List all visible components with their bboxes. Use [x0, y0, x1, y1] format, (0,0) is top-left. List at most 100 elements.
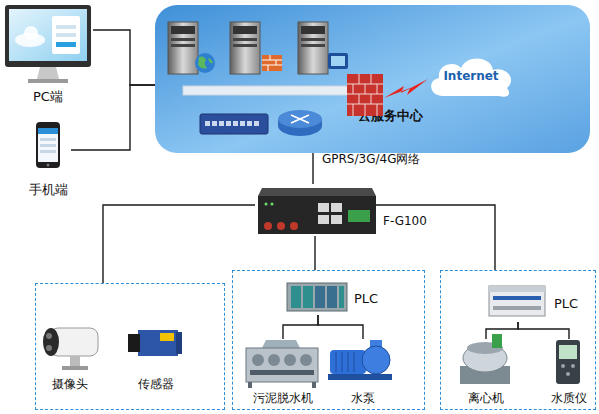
- status-led: [271, 203, 274, 206]
- pump-volute: [362, 346, 390, 374]
- centrifuge-illustration: [460, 334, 510, 384]
- antenna-connector: [264, 222, 272, 230]
- device-group: 摄像头传感器: [35, 283, 225, 410]
- node-label: PLC: [554, 296, 578, 311]
- node-label: 摄像头: [30, 377, 110, 392]
- centrifuge: 离心机: [453, 339, 519, 405]
- plc-device: PLC: [488, 284, 548, 322]
- login-button: [56, 42, 76, 47]
- gateway-illustration: [258, 188, 376, 234]
- node-label: 离心机: [446, 391, 526, 406]
- meter-button: [571, 364, 575, 368]
- connector-line: [318, 315, 363, 339]
- centrifuge-base: [460, 366, 510, 384]
- phone-screen: [38, 128, 58, 162]
- plc-module: [327, 286, 337, 308]
- node-label: 污泥脱水机: [233, 391, 333, 406]
- connector-line: [375, 205, 495, 270]
- connector-line: [71, 85, 155, 150]
- plc-terminals: [493, 296, 541, 300]
- camera-base: [62, 366, 88, 370]
- antenna-connector: [290, 222, 298, 230]
- node-label: Internet: [425, 69, 517, 84]
- connector-line: [283, 315, 318, 339]
- gateway-body: [258, 196, 376, 234]
- pump-outlet: [370, 340, 382, 348]
- gateway-top: [258, 188, 376, 196]
- node-label: F-G100: [383, 214, 427, 229]
- sensor-illustration: [128, 330, 182, 356]
- plc-illustration: [287, 283, 347, 311]
- machine-roller: [284, 354, 296, 366]
- centrifuge-drum: [463, 344, 507, 372]
- sensor-body: [138, 330, 178, 356]
- device-group: PLC离心机水质仪: [440, 270, 596, 410]
- meter-button: [566, 372, 570, 376]
- camera-mount: [70, 356, 80, 366]
- screen-cloud: [24, 26, 38, 40]
- ethernet-port: [318, 203, 329, 212]
- machine-roller: [268, 354, 280, 366]
- status-led: [265, 203, 268, 206]
- phone-row: [40, 150, 56, 153]
- phone-icon: [36, 122, 60, 168]
- sensor-sticker: [160, 333, 174, 341]
- machine-roller: [252, 354, 264, 366]
- plc-module: [303, 286, 313, 308]
- monitor-icon: [5, 5, 91, 83]
- camera-lens: [46, 333, 52, 339]
- phone-terminal: 手机端: [25, 118, 71, 198]
- antenna-connector: [277, 222, 285, 230]
- pc-terminal: PC端: [3, 3, 93, 105]
- node-label: PLC: [354, 291, 378, 306]
- phone-header: [38, 128, 58, 134]
- plc-rack: [287, 283, 347, 311]
- plc-case: [489, 286, 545, 316]
- node-label: 水泵: [323, 391, 403, 406]
- plc-device: PLC: [286, 281, 350, 315]
- connector-line: [518, 322, 569, 339]
- motor-fins: [336, 352, 354, 372]
- phone-button: [47, 164, 50, 167]
- cloud-service-band: 云服务中心Internet: [155, 5, 590, 153]
- connector-line: [312, 153, 313, 184]
- ethernet-port: [331, 215, 342, 224]
- login-field: [56, 33, 76, 37]
- ethernet-port: [331, 203, 342, 212]
- dewatering-illustration: [246, 340, 318, 388]
- login-panel: [52, 16, 80, 54]
- node-label: 手机端: [18, 182, 78, 197]
- plc-strip: [489, 286, 545, 292]
- phone-body: [36, 122, 60, 168]
- meter-button: [561, 364, 565, 368]
- plc-terminals: [493, 306, 541, 310]
- meter-illustration: [556, 340, 580, 384]
- machine-frame: [246, 348, 318, 382]
- screen-cloud: [15, 33, 45, 47]
- machine-leg: [312, 382, 316, 388]
- dewatering-machine: 污泥脱水机: [241, 339, 325, 405]
- camera-illustration: [43, 328, 98, 370]
- camera-front: [43, 328, 59, 356]
- water-pump: 水泵: [327, 339, 399, 405]
- connector-line: [314, 236, 315, 270]
- sensor-device: 传感器: [121, 319, 191, 397]
- node-label: PC端: [3, 89, 93, 104]
- phone-row: [40, 138, 56, 141]
- machine-roller: [300, 354, 312, 366]
- network-label: GPRS/3G/4G网络: [322, 152, 420, 167]
- node-label: 传感器: [116, 377, 196, 392]
- plc-illustration: [489, 286, 545, 316]
- sensor-side: [176, 332, 182, 354]
- monitor-base: [28, 79, 68, 83]
- machine-belt: [250, 370, 314, 375]
- login-field: [56, 25, 76, 29]
- phone-row: [40, 144, 56, 147]
- terminal-block: [348, 210, 370, 222]
- meter-screen: [559, 345, 577, 359]
- pump-illustration: [328, 340, 392, 380]
- meter-body: [556, 340, 580, 384]
- connector-line: [486, 322, 518, 339]
- machine-leg: [248, 382, 252, 388]
- pump-base: [328, 374, 392, 380]
